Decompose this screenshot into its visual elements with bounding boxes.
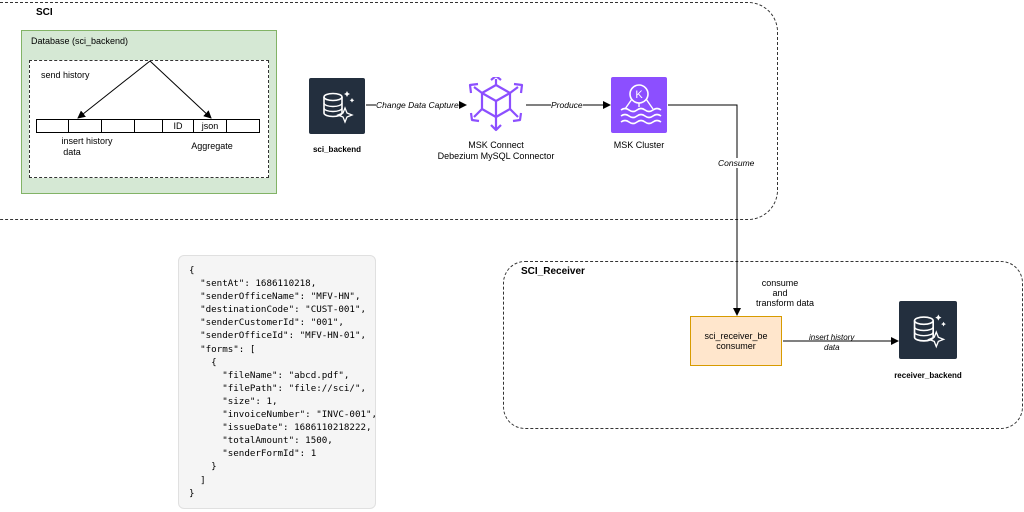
edge-send-to-insert xyxy=(77,60,151,119)
json-payload-box: { "sentAt": 1686110218, "senderOfficeNam… xyxy=(178,255,378,509)
msk-connect-label-1: MSK Connect xyxy=(468,140,524,150)
consume-transform-label-3: transform data xyxy=(755,298,815,308)
msk-connect-label-2: Debezium MySQL Connector xyxy=(437,151,555,161)
json-line: "senderCustomerId": "001", xyxy=(189,317,344,329)
json-line: } xyxy=(189,487,195,499)
aggregate-col-id: ID xyxy=(162,119,194,133)
sci-receiver-group xyxy=(503,261,1023,429)
json-line: "fileName": "abcd.pdf", xyxy=(189,369,350,381)
json-line: "destinationCode": "CUST-001", xyxy=(189,304,367,316)
insert-history-label-1: insert history xyxy=(61,136,113,146)
json-line: { xyxy=(189,265,195,276)
json-line: "forms": [ xyxy=(189,343,256,355)
database-title: Database (sci_backend) xyxy=(31,36,129,46)
produce-label: Produce xyxy=(551,100,583,110)
json-line: "totalAmount": 1500, xyxy=(189,435,333,447)
database-service-icon xyxy=(309,78,365,134)
consumer-label-2: consumer xyxy=(716,341,756,351)
sci-backend-label: sci_backend xyxy=(312,145,362,154)
msk-k-letter: K xyxy=(635,89,643,101)
json-line: ] xyxy=(189,474,206,486)
insert-history-edge-label-2: data xyxy=(824,343,840,352)
edge-consume xyxy=(668,104,741,316)
table-cell xyxy=(226,119,260,133)
json-line: "issueDate": 1686110218222, xyxy=(189,422,372,434)
send-history-label: send history xyxy=(41,70,90,80)
receiver-backend-label: receiver_backend xyxy=(894,371,962,380)
sci-group xyxy=(0,2,778,220)
consume-transform-label-1: consume xyxy=(761,278,799,288)
sci-group-title: SCI xyxy=(36,7,53,18)
insert-history-label-2: data xyxy=(63,147,81,157)
json-line: } xyxy=(189,461,217,473)
sci-receiver-group-title: SCI_Receiver xyxy=(521,266,585,277)
json-lines: { "sentAt": 1686110218, "senderOfficeNam… xyxy=(189,264,378,500)
json-line: "filePath": "file://sci/", xyxy=(189,382,367,394)
insert-history-edge-label-1: insert history xyxy=(809,333,855,342)
msk-cluster-icon: K xyxy=(611,77,667,133)
json-line: "senderOfficeName": "MFV-HN", xyxy=(189,291,361,303)
consume-label: Consume xyxy=(718,158,755,168)
edge-send-to-aggregate xyxy=(149,60,212,119)
consume-transform-label-2: and xyxy=(772,288,788,298)
json-line: "senderOfficeId": "MFV-HN-01", xyxy=(189,330,367,342)
msk-cluster-label: MSK Cluster xyxy=(613,140,665,150)
json-line: { xyxy=(189,356,217,368)
json-line: "size": 1, xyxy=(189,395,278,407)
aggregate-label: Aggregate xyxy=(191,141,233,151)
aggregate-table: ID json xyxy=(162,119,260,133)
sci-receiver-consumer-box: sci_receiver_be consumer xyxy=(690,316,782,366)
json-line: "senderFormId": 1 xyxy=(189,448,317,460)
cdc-label: Change Data Capture xyxy=(376,100,459,110)
msk-connect-icon xyxy=(467,74,525,133)
consumer-label-1: sci_receiver_be xyxy=(704,331,768,341)
json-line: "invoiceNumber": "INVC-001", xyxy=(189,409,378,421)
receiver-database-icon xyxy=(899,301,957,359)
json-line: "sentAt": 1686110218, xyxy=(189,278,317,290)
